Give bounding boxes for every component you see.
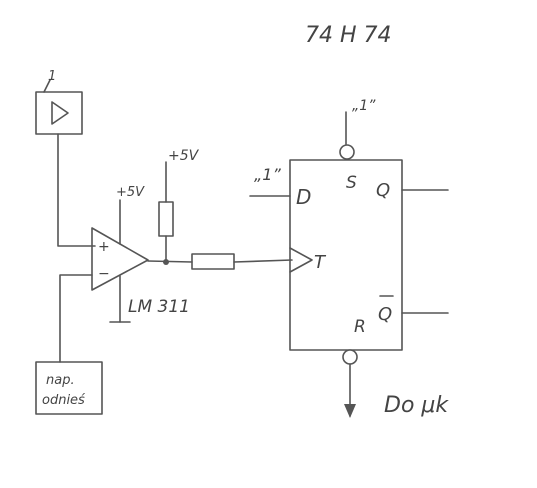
- comparator-name: LM 311: [128, 297, 190, 317]
- reference-box-line2: odnieś: [42, 393, 86, 408]
- wire-minus-to-reference: [59, 274, 93, 363]
- pin-q: Q: [376, 180, 390, 201]
- wire-comp-out: [147, 260, 193, 263]
- d-input-label: „1”: [254, 165, 281, 184]
- input-source: 1: [35, 69, 83, 135]
- series-resistor: [191, 253, 235, 270]
- comparator-plus-label: +: [98, 239, 110, 255]
- pin-d: D: [296, 185, 311, 209]
- pullup-supply-label: +5V: [168, 148, 200, 164]
- pin-s: S: [346, 173, 357, 193]
- comparator-minus-label: −: [98, 266, 110, 282]
- reference-box-line1: nap.: [46, 373, 75, 388]
- pin-t: T: [314, 252, 327, 273]
- set-input-label: „1”: [352, 98, 376, 114]
- pin-qbar: Q: [378, 304, 392, 325]
- input-level-label: 1: [48, 69, 56, 84]
- wire-to-clock: [233, 259, 293, 263]
- output-label: Do μk: [384, 393, 449, 418]
- wire-source-to-plus: [57, 133, 96, 247]
- comparator: + − +5V LM 311: [91, 185, 190, 323]
- pin-r: R: [354, 317, 366, 337]
- comparator-supply-label: +5V: [116, 185, 145, 200]
- flipflop: „1” „1” D S Q T R Q: [249, 98, 449, 418]
- pullup-resistor: +5V: [158, 148, 200, 263]
- reference-box: nap. odnieś: [35, 361, 103, 415]
- chip-title: 74 H 74: [305, 23, 392, 48]
